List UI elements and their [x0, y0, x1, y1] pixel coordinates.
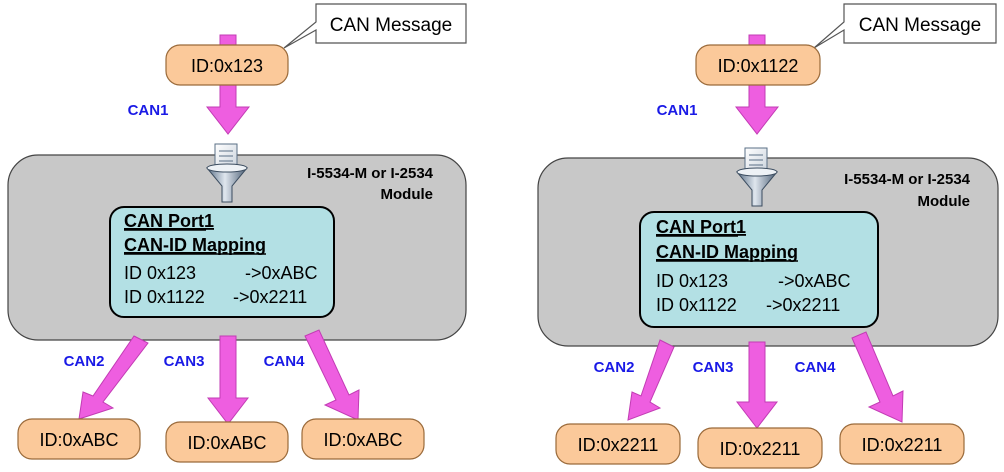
mapping-port-title: CAN Port1 — [656, 217, 746, 237]
mapping-row-2-id: ID 0x1122 — [124, 287, 205, 307]
output-message-can2: ID:0x2211 — [555, 423, 681, 465]
panel-right: CAN Message ID:0x1122 CAN1 I-5534-M or I… — [537, 3, 999, 469]
callout-label: CAN Message — [859, 15, 982, 36]
can-message-callout: CAN Message — [283, 3, 467, 49]
output-message-can3: ID:0x2211 — [697, 427, 823, 469]
output-message-can4: ID:0xABC — [301, 418, 425, 460]
mapping-row-1-id: ID 0x123 — [124, 263, 196, 283]
input-message-id: ID:0x123 — [191, 56, 263, 76]
output-message-can2: ID:0xABC — [17, 418, 141, 460]
input-port-label: CAN1 — [128, 102, 169, 119]
output-port-label-can4: CAN4 — [795, 359, 836, 376]
input-message-id: ID:0x1122 — [718, 56, 799, 76]
mapping-port-title: CAN Port1 — [124, 211, 214, 231]
output-arrow-can3 — [735, 341, 779, 429]
filter-icon — [205, 143, 249, 203]
output-port-label-can2: CAN2 — [64, 353, 105, 370]
mapping-row-2-id: ID 0x1122 — [656, 295, 737, 315]
output-arrow-can2 — [627, 339, 675, 421]
output-arrow-can2 — [78, 335, 149, 420]
output-port-label-can4: CAN4 — [264, 353, 305, 370]
output-message-id: ID:0x2211 — [862, 435, 943, 455]
output-message-can4: ID:0x2211 — [839, 423, 965, 465]
output-message-id: ID:0x2211 — [578, 435, 659, 455]
module-name: I-5534-M or I-2534 — [307, 165, 434, 182]
input-message-box: ID:0x1122 — [695, 44, 821, 86]
output-port-label-can3: CAN3 — [164, 353, 205, 370]
output-port-label-can3: CAN3 — [693, 359, 734, 376]
output-arrow-can4 — [304, 329, 360, 421]
mapping-row-2-target: ->0x2211 — [233, 287, 307, 307]
module-name: I-5534-M or I-2534 — [844, 171, 971, 188]
output-message-id: ID:0xABC — [187, 433, 266, 453]
output-port-label-can2: CAN2 — [594, 359, 635, 376]
output-message-id: ID:0xABC — [39, 430, 118, 450]
output-arrow-can4 — [851, 331, 904, 423]
input-message-box: ID:0x123 — [165, 44, 289, 86]
mapping-row-1-target: ->0xABC — [778, 271, 851, 291]
module-label: Module — [918, 193, 971, 210]
mapping-row-1-target: ->0xABC — [245, 263, 318, 283]
input-port-label: CAN1 — [657, 102, 698, 119]
mapping-title: CAN-ID Mapping — [656, 242, 798, 262]
output-arrow-can3 — [206, 335, 250, 425]
output-message-id: ID:0xABC — [323, 430, 402, 450]
output-message-id: ID:0x2211 — [720, 439, 801, 459]
mapping-table: CAN Port1 CAN-ID Mapping ID 0x123 ->0xAB… — [109, 206, 335, 318]
panel-left: CAN Message ID:0x123 CAN1 I-5534-M or I-… — [7, 3, 467, 463]
module-label: Module — [381, 186, 434, 203]
mapping-row-2-target: ->0x2211 — [766, 295, 840, 315]
mapping-row-1-id: ID 0x123 — [656, 271, 728, 291]
output-message-can3: ID:0xABC — [165, 421, 289, 463]
mapping-table: CAN Port1 CAN-ID Mapping ID 0x123 ->0xAB… — [639, 211, 879, 328]
callout-label: CAN Message — [330, 15, 453, 36]
mapping-title: CAN-ID Mapping — [124, 235, 266, 255]
can-message-callout: CAN Message — [813, 3, 997, 49]
filter-icon — [735, 147, 779, 207]
